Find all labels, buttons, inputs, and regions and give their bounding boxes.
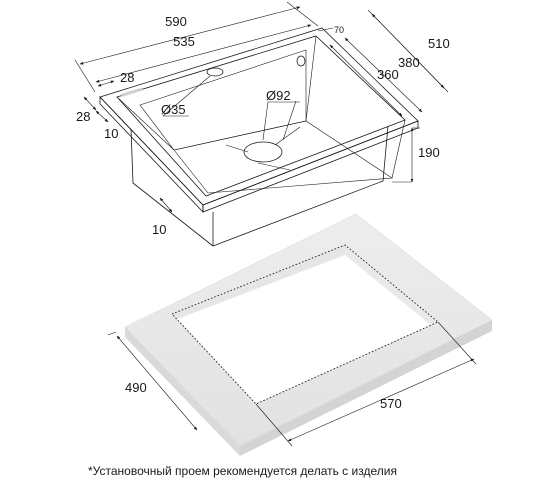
dim-flange-thickness: 10 [152,222,166,237]
drain-hole [243,141,283,163]
dim-bowl-depth: 380 [398,55,420,70]
dim-inner-width: 535 [173,34,195,49]
sink-body [99,27,419,247]
tap-hole [206,67,224,77]
dim-rim-front: 28 [76,109,90,124]
sink-dimensions: 590 535 70 510 380 360 28 28 10 Ø35 [74,1,450,237]
dim-overall-depth: 510 [428,36,450,51]
cutout-dimensions: 490 570 [107,321,477,447]
footnote: *Установочный проем рекомендуется делать… [88,464,397,478]
dim-cutout-width: 570 [380,396,402,411]
dim-rim-left: 28 [120,70,134,85]
dim-overall-width: 590 [165,14,187,29]
dim-corner-radius: 70 [334,25,344,35]
dim-bowl-inner-depth: 360 [377,67,399,82]
dim-drain: Ø92 [266,88,291,103]
dim-wall-thickness: 10 [104,126,118,141]
dim-height: 190 [418,145,440,160]
countertop [124,213,493,456]
dim-tap-hole: Ø35 [161,102,186,117]
dim-cutout-depth: 490 [125,380,147,395]
